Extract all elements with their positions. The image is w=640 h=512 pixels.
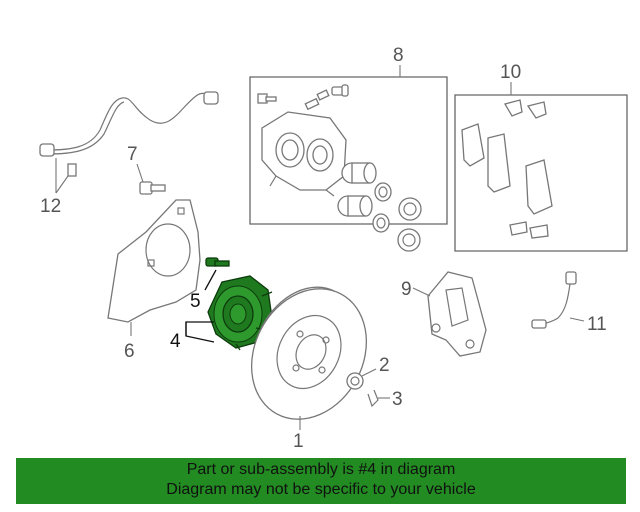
callout-7-leader [136,163,144,183]
brake-pads-group: 10 [454,62,628,252]
brake-pad-outer-part [525,159,553,215]
wheel-hub-assembly-part[interactable] [205,257,273,351]
pad-clips-part [504,99,549,239]
lock-nut-part [346,372,364,390]
banner-line-1: Part or sub-assembly is #4 in diagram [186,461,456,478]
caliper-kit-group: 8 [249,45,448,252]
callout-9-leader [412,287,431,297]
callout-9[interactable]: 9 [401,279,412,300]
callout-4-leader-a [185,321,214,336]
caliper-housing-part [261,111,347,197]
callout-2-leader [361,368,377,377]
bleeder-screws-part [304,84,349,111]
brake-rotor-part [250,286,368,420]
bolt-part [139,181,166,195]
pistons-part [337,162,377,217]
callout-5[interactable]: 5 [190,291,201,312]
hub-bolt-shank [214,260,230,267]
abs-sensor-part [39,91,219,194]
callout-11[interactable]: 11 [587,314,607,335]
seals-part [372,182,422,252]
caliper-kit-frame [249,76,448,225]
callout-1[interactable]: 1 [293,431,304,452]
caliper-bracket-part [427,271,487,357]
brake-hose-part [531,271,577,329]
callout-4[interactable]: 4 [170,331,181,352]
callout-12[interactable]: 12 [40,196,61,217]
callout-4-leader-b [185,322,215,343]
callout-8[interactable]: 8 [393,45,404,66]
callout-5-leader [204,269,217,291]
callout-6[interactable]: 6 [124,341,135,362]
retaining-clip-part [367,389,379,408]
callout-11-leader [569,317,585,322]
callout-2[interactable]: 2 [379,355,390,376]
caliper-bolt-part [257,93,277,104]
info-banner: Part or sub-assembly is #4 in diagram Di… [16,458,626,504]
splash-shield-part [107,199,201,323]
callout-10[interactable]: 10 [500,62,521,83]
brake-pad-inner-part [461,123,511,193]
callout-3[interactable]: 3 [392,389,403,410]
callout-7[interactable]: 7 [127,144,138,165]
banner-line-2: Diagram may not be specific to your vehi… [166,481,476,498]
brake-pads-frame [454,94,628,252]
